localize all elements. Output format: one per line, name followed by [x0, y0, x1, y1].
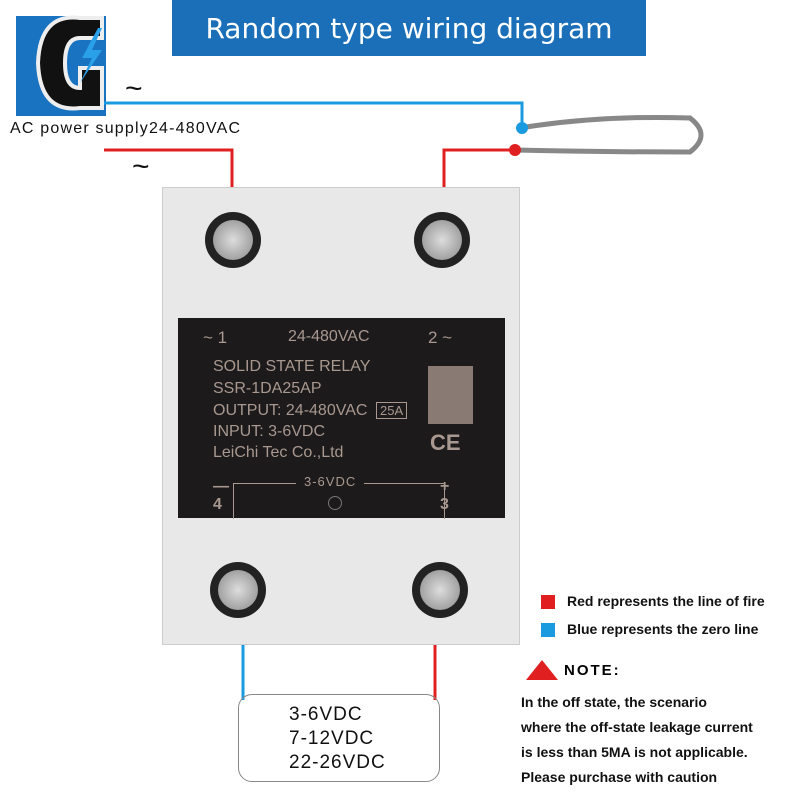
- lctc-logo: [16, 15, 106, 116]
- input-voltage-options: 3-6VDC 7-12VDC 22-26VDC: [238, 694, 440, 782]
- led-indicator: [328, 496, 342, 510]
- relay-line: LeiChi Tec Co.,Ltd: [213, 444, 344, 461]
- terminal-2-screw: [414, 212, 470, 268]
- terminal-2-label: 2 ~: [428, 328, 453, 347]
- ac-supply-label: AC power supply24-480VAC: [10, 120, 242, 137]
- diagram-title: Random type wiring diagram: [172, 0, 646, 56]
- relay-line: OUTPUT: 24-480VAC: [213, 402, 368, 419]
- heater-load: [514, 114, 704, 155]
- terminal-1-screw: [205, 212, 261, 268]
- relay-line: INPUT: 3-6VDC: [213, 423, 326, 440]
- note-heading: NOTE:: [564, 662, 621, 679]
- terminal-1-label: ~ 1: [203, 328, 228, 347]
- ce-mark: CE: [430, 430, 461, 455]
- terminal-3-screw: [412, 562, 468, 618]
- current-badge: 25A: [376, 402, 408, 419]
- legend-blue: Blue represents the zero line: [541, 621, 758, 638]
- terminal-3-label: 3: [440, 496, 449, 513]
- output-range: 24-480VAC: [288, 328, 370, 345]
- relay-line: SSR-1DA25AP: [213, 380, 322, 397]
- tilde-bottom: ~: [132, 150, 150, 183]
- relay-label: ~ 1 24-480VAC 2 ~ SOLID STATE RELAY SSR-…: [178, 318, 505, 519]
- legend-red: Red represents the line of fire: [541, 593, 765, 610]
- terminal-4-label: 4: [213, 496, 222, 513]
- relay-logo-icon: [428, 366, 473, 424]
- terminal-4-screw: [210, 562, 266, 618]
- input-range: 3-6VDC: [296, 474, 365, 489]
- blue-wire-ac: [104, 101, 524, 128]
- relay-line: SOLID STATE RELAY: [213, 358, 371, 375]
- tilde-top: ~: [125, 72, 143, 105]
- warning-triangle-icon: [526, 660, 558, 680]
